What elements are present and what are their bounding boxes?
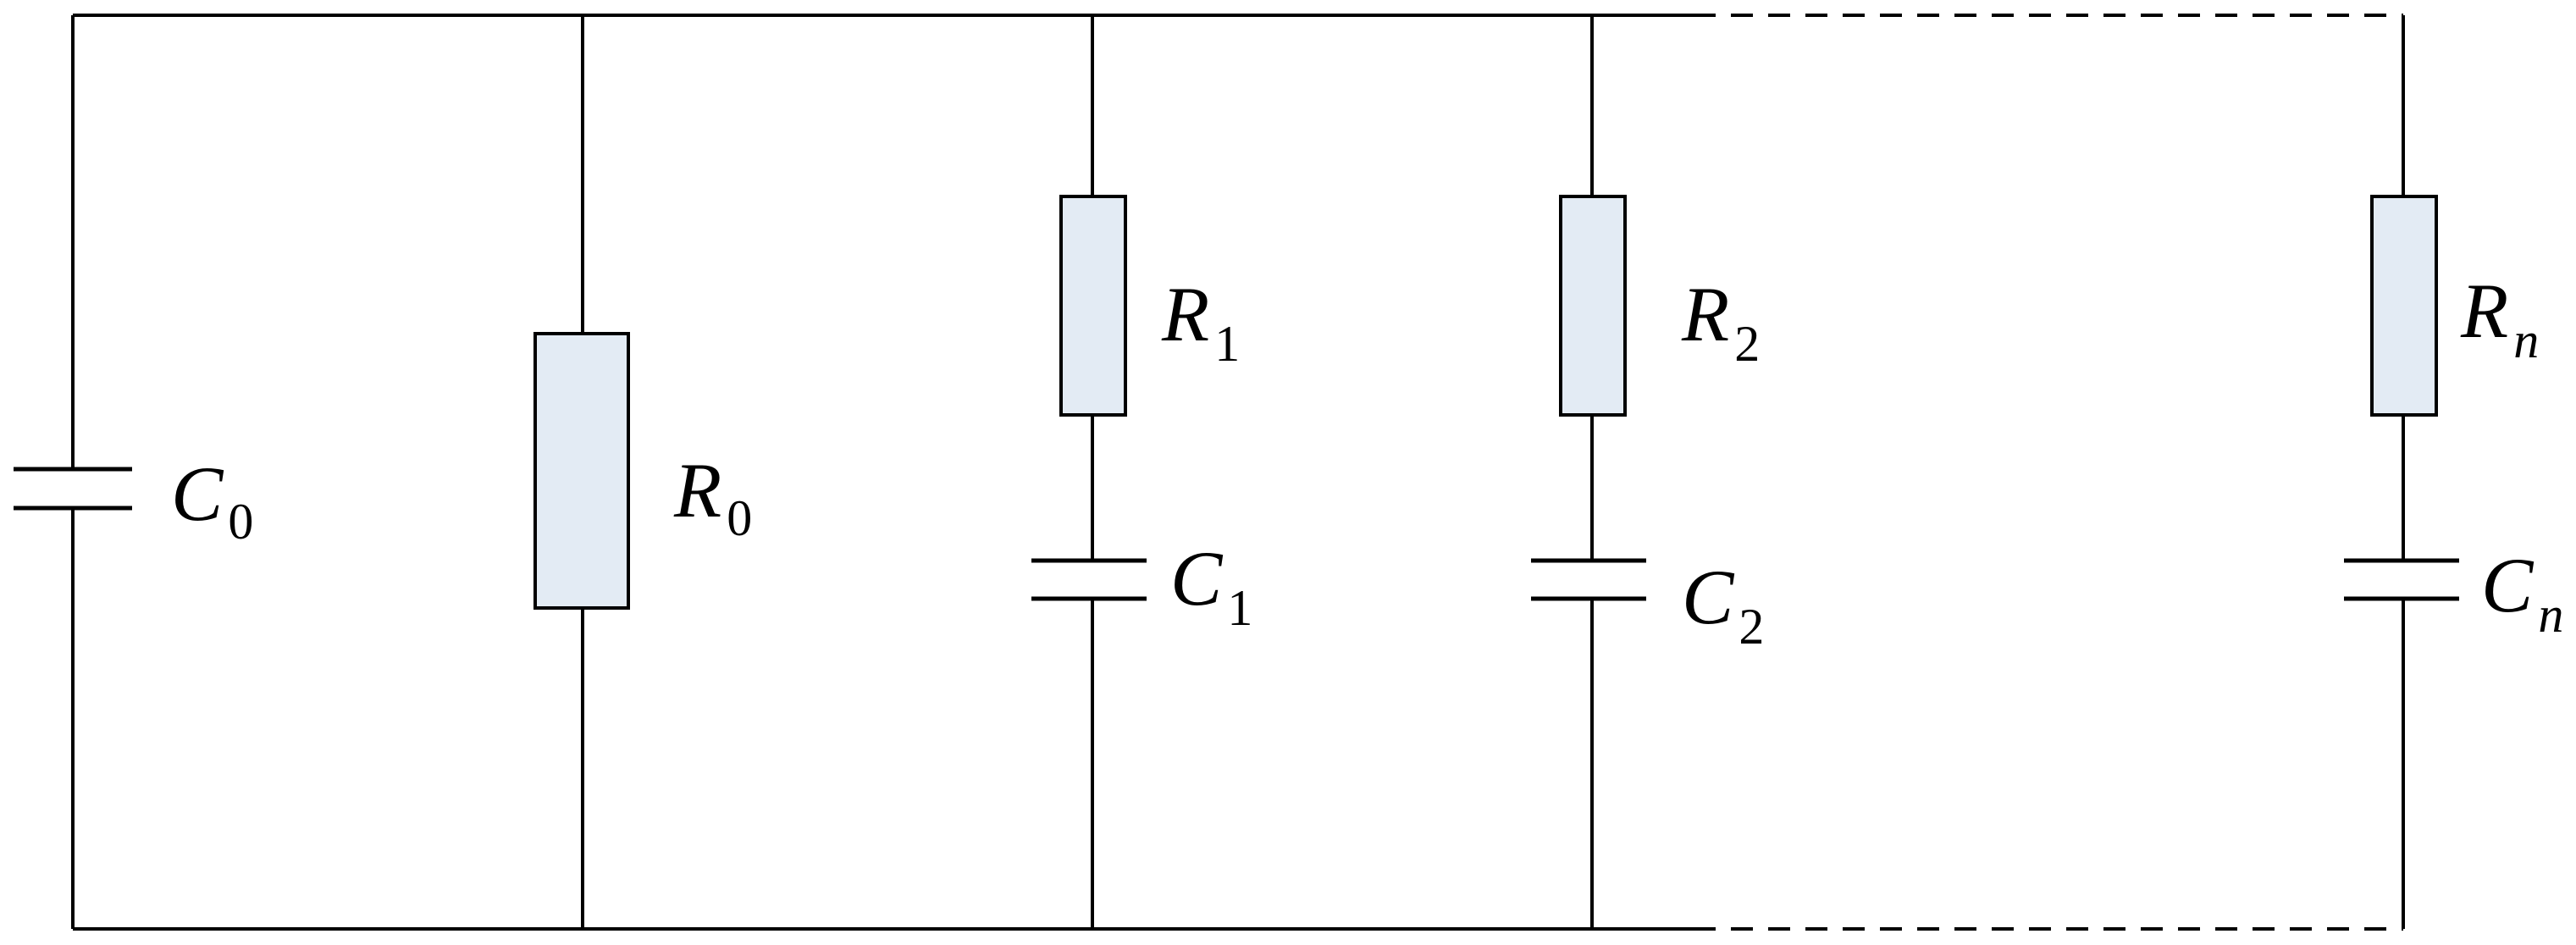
label-subscript: 0 [727, 490, 752, 546]
resistor-r1 [1059, 195, 1127, 417]
label-subscript: 1 [1214, 316, 1240, 372]
branch-r1-c1 [1031, 15, 1147, 929]
label-subscript: 1 [1227, 580, 1252, 636]
label-subscript: n [2538, 587, 2563, 643]
label-subscript: 2 [1739, 599, 1764, 655]
label-symbol: R [2460, 268, 2508, 354]
branch-rn-cn [2344, 15, 2459, 929]
label-symbol: C [171, 450, 224, 537]
label-symbol: R [1161, 271, 1209, 357]
branch-r2-c2 [1531, 15, 1646, 929]
resistor-r2 [1559, 195, 1627, 417]
branch-r0 [533, 15, 630, 929]
resistor-r0 [533, 332, 630, 610]
label-symbol: C [1682, 554, 1735, 640]
label-symbol: C [2481, 542, 2535, 628]
label-subscript: 2 [1734, 316, 1760, 372]
label-symbol: C [1170, 535, 1224, 622]
branch-c0 [14, 15, 132, 929]
label-subscript: 0 [228, 494, 253, 550]
label-symbol: R [673, 447, 721, 533]
resistor-rn [2370, 195, 2438, 417]
label-subscript: n [2513, 312, 2539, 368]
label-symbol: R [1681, 271, 1729, 357]
